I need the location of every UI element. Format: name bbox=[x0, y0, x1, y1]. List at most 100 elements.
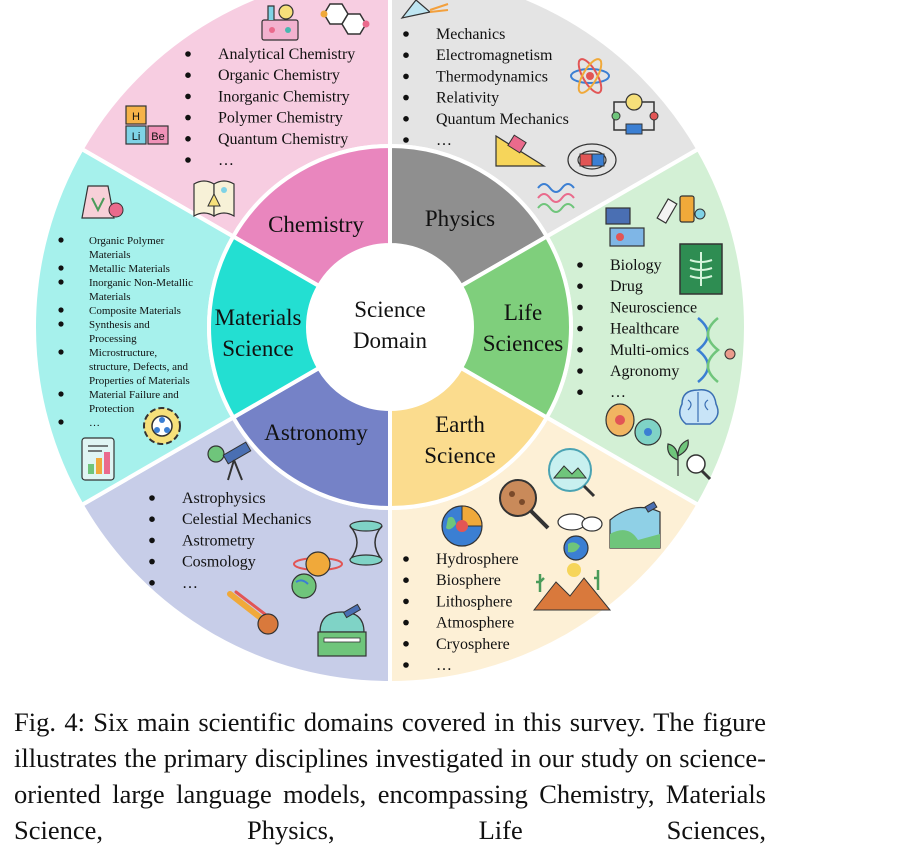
list-item-materials-science: structure, Defects, and bbox=[89, 361, 188, 373]
center-disc bbox=[308, 245, 472, 409]
list-item-chemistry: Quantum Chemistry bbox=[218, 131, 348, 148]
bullet-astronomy bbox=[149, 558, 155, 565]
list-item-life-sciences: Healthcare bbox=[610, 321, 679, 338]
landscape-search-icon bbox=[548, 448, 596, 498]
telescope-icon bbox=[207, 441, 252, 481]
list-item-astronomy: Astrometry bbox=[182, 532, 255, 549]
bullet-physics bbox=[403, 116, 409, 122]
list-item-earth-science: Hydrosphere bbox=[436, 551, 519, 568]
segment-label-materials-science-line-1: Materials bbox=[215, 305, 302, 330]
list-item-materials-science: Organic Polymer bbox=[89, 235, 165, 247]
list-item-materials-science: Processing bbox=[89, 333, 137, 345]
clouds-earth-icon bbox=[557, 513, 603, 561]
list-item-chemistry: Polymer Chemistry bbox=[218, 110, 343, 127]
bullet-earth-science bbox=[403, 641, 409, 647]
list-item-physics: Relativity bbox=[436, 90, 499, 107]
magnet-field-icon bbox=[567, 143, 617, 177]
list-item-chemistry: … bbox=[218, 152, 234, 169]
figure-caption: Fig. 4: Six main scientific domains cove… bbox=[14, 707, 766, 845]
list-item-astronomy: Celestial Mechanics bbox=[182, 511, 311, 528]
periodic-elements-icon: H Li Be bbox=[125, 105, 169, 145]
list-item-earth-science: Lithosphere bbox=[436, 593, 512, 610]
inclined-plane-icon bbox=[495, 134, 547, 167]
bullet-physics bbox=[403, 52, 409, 58]
bullet-life-sciences bbox=[577, 262, 583, 268]
dna-icon bbox=[696, 317, 736, 383]
list-item-life-sciences: Neuroscience bbox=[610, 299, 697, 316]
svg-text:Li: Li bbox=[132, 131, 141, 143]
satellite-earth-icon bbox=[609, 501, 661, 549]
bullet-chemistry bbox=[185, 93, 191, 100]
list-item-earth-science: Atmosphere bbox=[436, 615, 514, 632]
list-item-materials-science: Properties of Materials bbox=[89, 375, 190, 387]
bullet-physics bbox=[403, 137, 409, 143]
bullet-materials-science bbox=[58, 349, 64, 355]
list-item-physics: Electromagnetism bbox=[436, 47, 553, 64]
bullet-earth-science bbox=[403, 577, 409, 583]
segment-label-chemistry: Chemistry bbox=[268, 212, 364, 237]
bullet-earth-science bbox=[403, 556, 409, 562]
brain-icon bbox=[679, 389, 719, 425]
earth-layers-icon bbox=[441, 505, 483, 547]
list-item-materials-science: Metallic Materials bbox=[89, 263, 170, 275]
list-item-materials-science: Protection bbox=[89, 403, 135, 415]
soil-magnifier-icon bbox=[499, 479, 550, 530]
hexagon-molecule-icon bbox=[320, 3, 370, 35]
list-item-astronomy: Cosmology bbox=[182, 554, 256, 571]
syringe-pills-icon bbox=[656, 195, 706, 224]
segment-label-life-sciences-line-2: Sciences bbox=[483, 331, 564, 356]
list-item-chemistry: Organic Chemistry bbox=[218, 67, 340, 84]
bullet-earth-science bbox=[403, 598, 409, 605]
bullet-chemistry bbox=[185, 114, 191, 121]
bullet-materials-science bbox=[58, 279, 64, 285]
bullet-life-sciences bbox=[577, 325, 583, 332]
bullet-chemistry bbox=[185, 136, 191, 142]
bullet-materials-science bbox=[58, 321, 64, 327]
xray-icon bbox=[679, 243, 723, 295]
microscope-icon bbox=[605, 207, 645, 247]
bullet-physics bbox=[403, 94, 409, 101]
bullet-earth-science bbox=[403, 662, 409, 668]
bullet-materials-science bbox=[58, 419, 64, 425]
list-item-physics: Quantum Mechanics bbox=[436, 111, 569, 128]
cells-icon bbox=[605, 403, 662, 446]
bullet-astronomy bbox=[149, 537, 155, 544]
center-label-line-2: Domain bbox=[353, 328, 428, 353]
bullet-life-sciences bbox=[577, 347, 583, 353]
desert-icon bbox=[532, 563, 612, 611]
list-item-life-sciences: Agronomy bbox=[610, 363, 679, 380]
list-item-earth-science: Biosphere bbox=[436, 572, 501, 589]
list-item-materials-science: Materials bbox=[89, 249, 131, 261]
planets-icon bbox=[291, 551, 343, 599]
plant-search-icon bbox=[667, 439, 712, 481]
bullet-life-sciences bbox=[577, 283, 583, 290]
svg-text:H: H bbox=[132, 111, 140, 123]
segment-label-materials-science-line-2: Science bbox=[222, 336, 294, 361]
bullet-materials-science bbox=[58, 391, 64, 397]
circuit-bulb-icon bbox=[611, 93, 659, 135]
list-item-life-sciences: Multi-omics bbox=[610, 342, 689, 359]
bullet-life-sciences bbox=[577, 368, 583, 374]
segment-label-astronomy: Astronomy bbox=[264, 420, 368, 445]
bullet-physics bbox=[403, 73, 409, 80]
bullet-physics bbox=[403, 31, 409, 37]
document-chart-icon bbox=[81, 437, 115, 481]
bullet-materials-science bbox=[58, 307, 64, 313]
chemistry-lab-icon bbox=[261, 4, 299, 41]
segment-label-physics: Physics bbox=[425, 206, 495, 231]
list-item-astronomy: Astrophysics bbox=[182, 490, 266, 507]
list-item-materials-science: Materials bbox=[89, 291, 131, 303]
list-item-chemistry: Analytical Chemistry bbox=[218, 46, 355, 63]
atom-icon bbox=[570, 58, 610, 94]
wormhole-icon bbox=[349, 520, 383, 566]
list-item-materials-science: Synthesis and bbox=[89, 319, 150, 331]
list-item-astronomy: … bbox=[182, 575, 198, 592]
bullet-astronomy bbox=[149, 495, 155, 501]
list-item-materials-science: … bbox=[89, 417, 100, 429]
bullet-life-sciences bbox=[577, 304, 583, 311]
bullet-materials-science bbox=[58, 237, 64, 243]
list-item-life-sciences: … bbox=[610, 384, 626, 401]
